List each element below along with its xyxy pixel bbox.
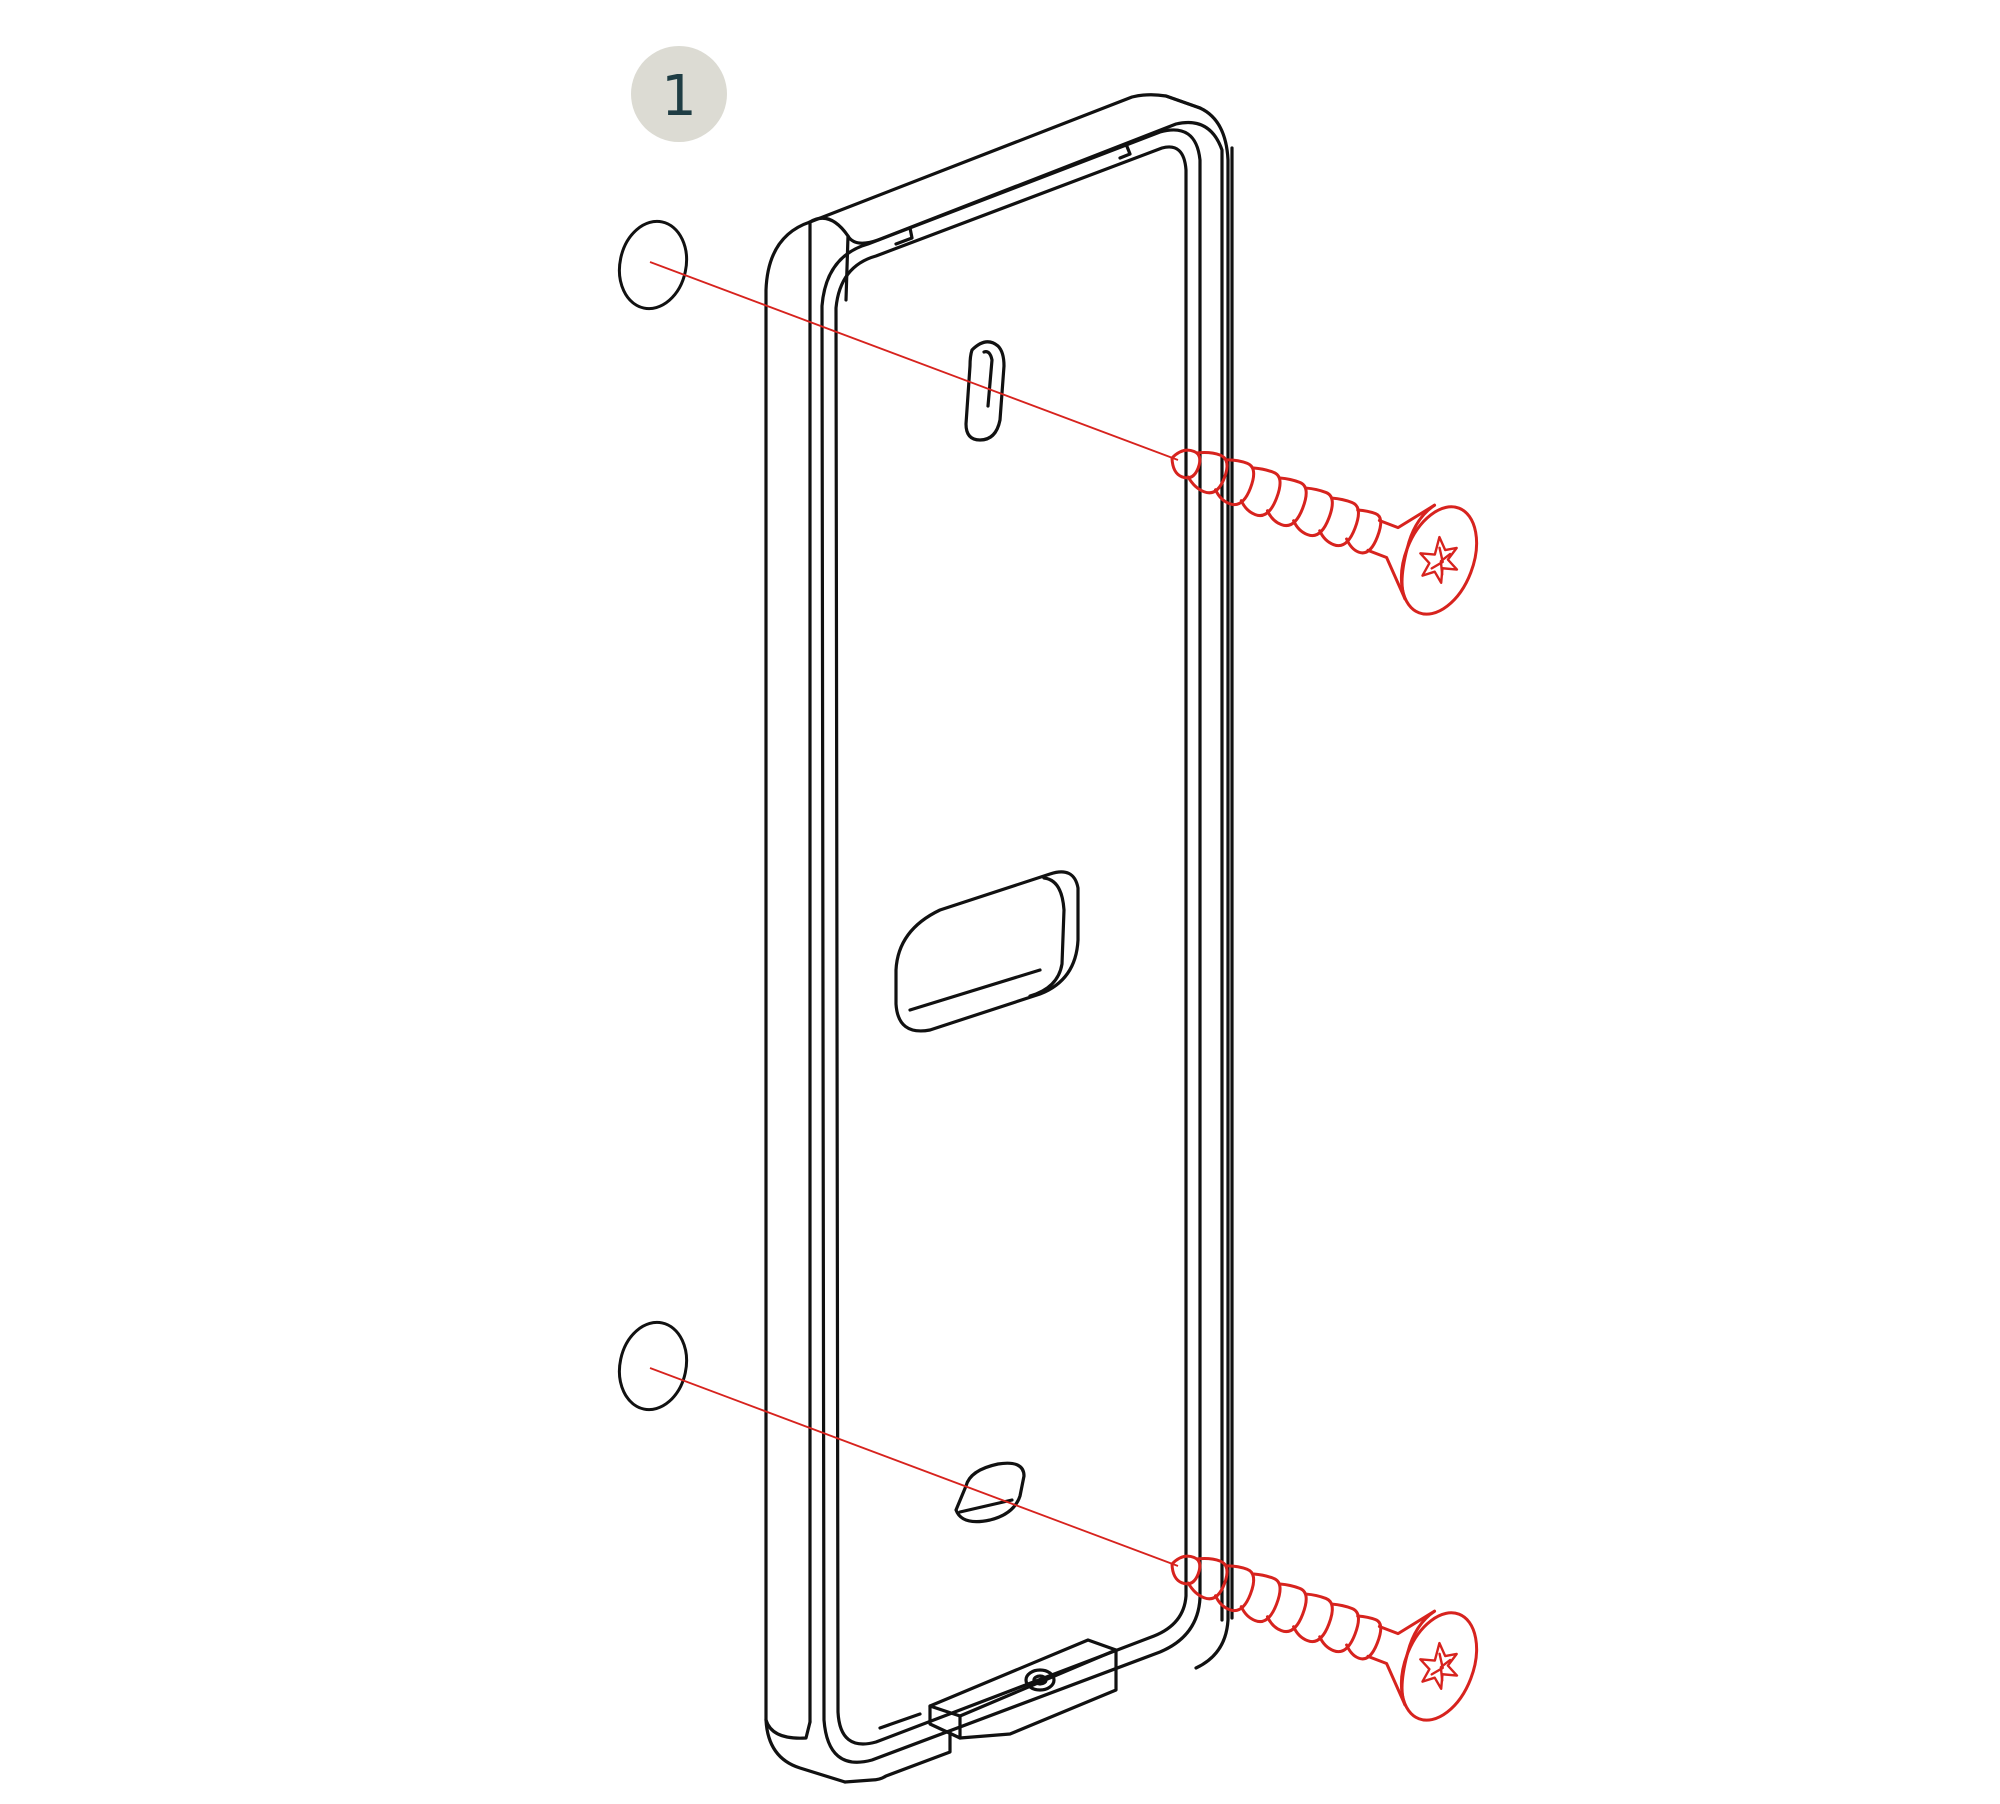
upper-slot <box>964 340 1006 442</box>
wall-hole-bottom <box>617 1320 689 1412</box>
step-badge: 1 <box>631 46 727 142</box>
screw-bottom <box>1150 1510 1493 1733</box>
step-number: 1 <box>661 64 697 129</box>
screw-top <box>1150 404 1493 627</box>
cable-opening <box>894 870 1080 1033</box>
mounting-bracket <box>764 93 1234 1784</box>
wall-hole-top <box>617 219 689 311</box>
guide-line-bottom <box>649 1367 1179 1567</box>
guide-line-top <box>649 261 1179 461</box>
lower-slot <box>954 1461 1026 1524</box>
